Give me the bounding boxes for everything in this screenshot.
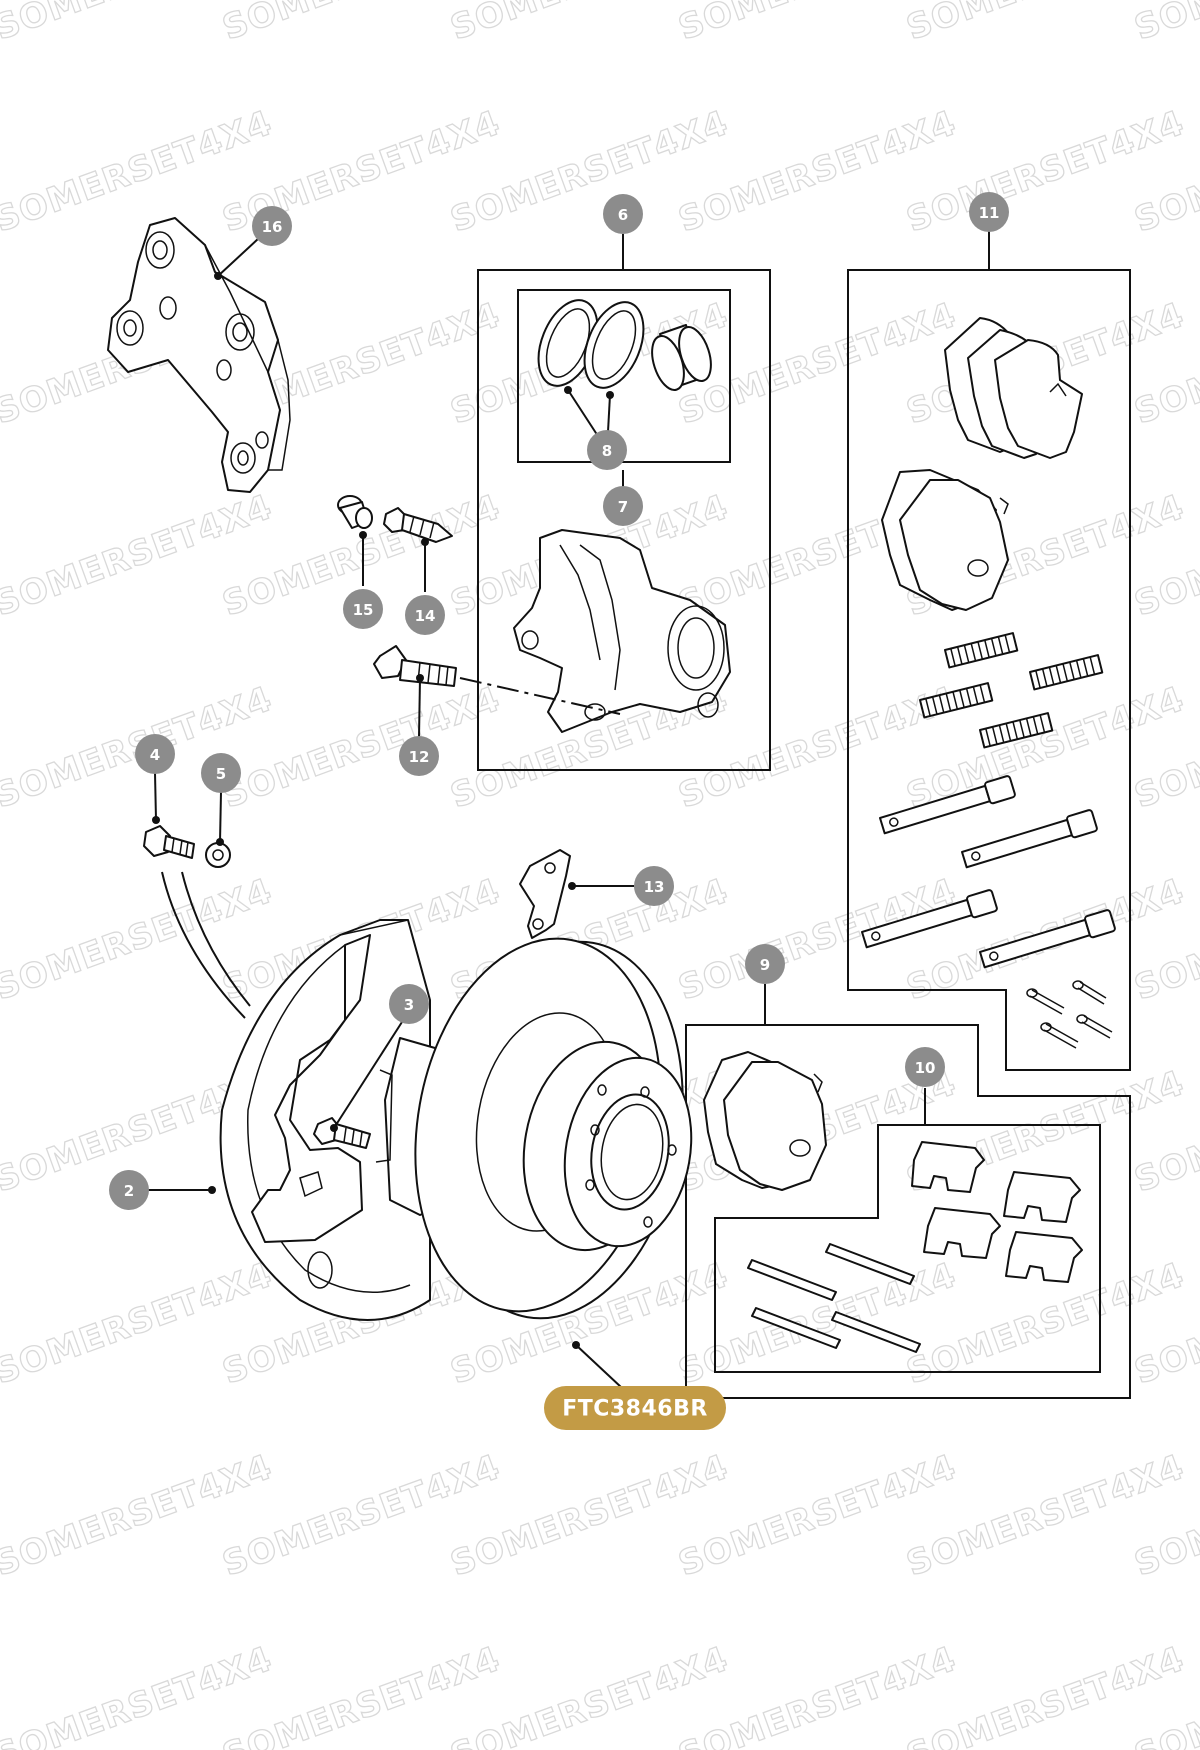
leader-4	[161, 871, 246, 1019]
fitting-kit-box	[714, 1124, 1101, 1373]
brake-disc-drawing	[414, 937, 693, 1320]
washer-drawing	[205, 842, 231, 868]
seal-kit-box	[517, 289, 731, 463]
callout-8[interactable]: 8	[587, 430, 627, 470]
part-code-label: FTC3846BR	[562, 1397, 708, 1422]
callout-15[interactable]: 15	[343, 589, 383, 629]
callout-12-label: 12	[409, 748, 430, 766]
fitting-kit-drawing	[747, 1141, 1083, 1353]
callout-11[interactable]: 11	[969, 192, 1009, 232]
guide-pin-drawing	[383, 507, 453, 543]
bush-drawing	[337, 495, 373, 529]
callout-14-label: 14	[415, 607, 436, 625]
callout-10[interactable]: 10	[905, 1047, 945, 1087]
split-pin-group	[1026, 980, 1113, 1049]
callout-4[interactable]: 4	[135, 734, 175, 774]
bracket-plate-drawing	[519, 849, 571, 939]
callout-2[interactable]: 2	[109, 1170, 149, 1210]
callout-16[interactable]: 16	[252, 206, 292, 246]
callout-10-label: 10	[915, 1059, 936, 1077]
part-code-badge[interactable]: FTC3846BR	[544, 1386, 726, 1430]
callout-15-label: 15	[353, 601, 374, 619]
callout-3[interactable]: 3	[389, 984, 429, 1024]
brake-pads-drawing	[703, 1051, 827, 1191]
bolt-drawing	[143, 825, 195, 859]
callout-14[interactable]: 14	[405, 595, 445, 635]
callout-4-label: 4	[150, 746, 160, 764]
callout-3-label: 3	[404, 996, 414, 1014]
callout-5[interactable]: 5	[201, 753, 241, 793]
callout-9[interactable]: 9	[745, 944, 785, 984]
caliper-body-drawing	[513, 529, 731, 733]
callout-5-label: 5	[216, 765, 226, 783]
pad-kit-box	[847, 269, 1131, 1071]
callout-16-label: 16	[262, 218, 283, 236]
pad-kit-drawing	[861, 317, 1116, 1049]
callout-6[interactable]: 6	[603, 194, 643, 234]
callout-9-label: 9	[760, 956, 770, 974]
watermark-text: SOMERSET4X4	[1129, 0, 1200, 48]
callout-6-label: 6	[618, 206, 628, 224]
callout-13-label: 13	[644, 878, 665, 896]
pin-group	[861, 775, 1116, 969]
callout-2-label: 2	[124, 1182, 134, 1200]
callout-13[interactable]: 13	[634, 866, 674, 906]
spring-group	[919, 632, 1104, 749]
leader-5	[181, 871, 251, 1007]
seal-kit-drawing	[537, 299, 712, 391]
callout-7-label: 7	[618, 498, 628, 516]
caliper-bracket-drawing	[107, 217, 291, 493]
callout-11-label: 11	[979, 204, 1000, 222]
callout-8-label: 8	[602, 442, 612, 460]
callout-12[interactable]: 12	[399, 736, 439, 776]
callout-7[interactable]: 7	[603, 486, 643, 526]
caliper-bolt-drawing	[373, 645, 621, 715]
